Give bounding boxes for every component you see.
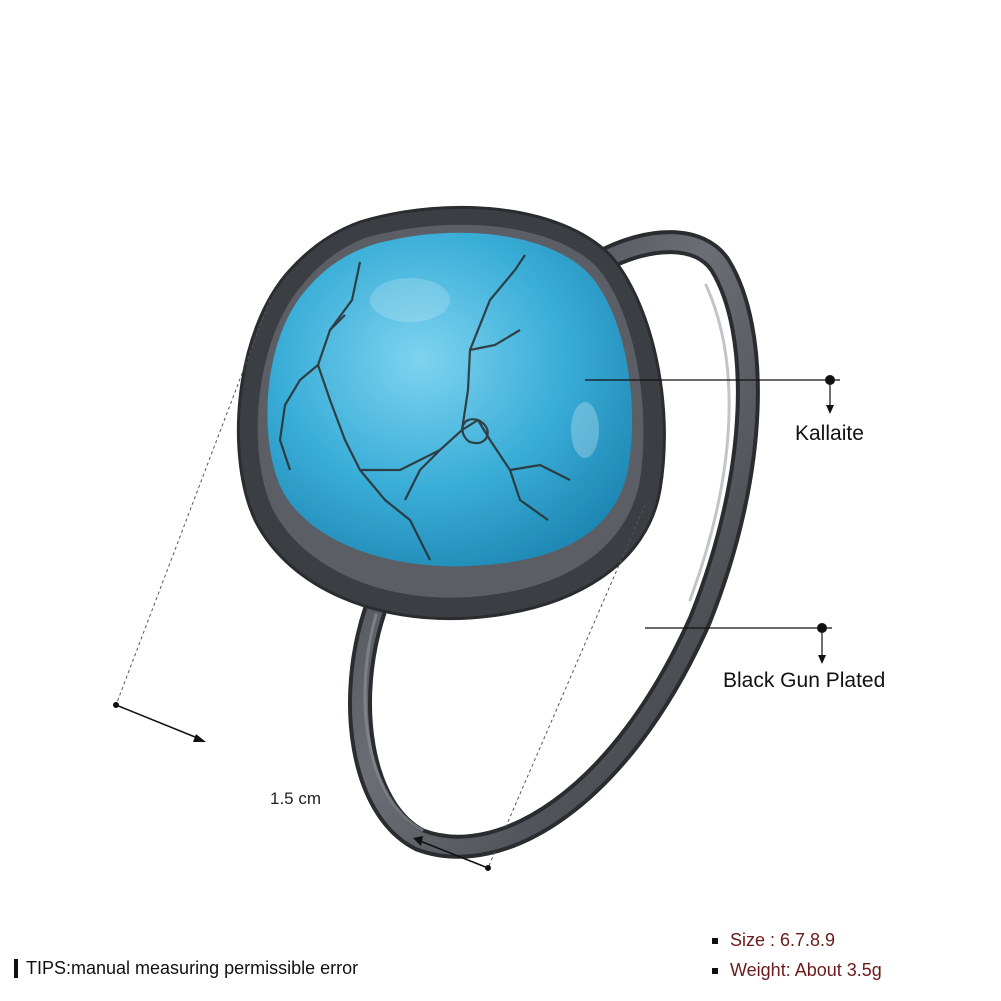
bullet-square-icon <box>712 967 718 974</box>
stone-callout-line <box>585 375 840 414</box>
spec-weight-text: Weight: About 3.5g <box>730 960 882 980</box>
dimension-arrow-right <box>413 836 491 871</box>
stone-body <box>267 232 633 567</box>
ring-band <box>348 230 760 859</box>
plating-label: Black Gun Plated <box>723 669 886 692</box>
stone-veins <box>278 254 571 561</box>
stone-label: Kallaite <box>795 422 864 445</box>
plating-callout-line <box>645 623 832 664</box>
tips-text: TIPS:manual measuring permissible error <box>26 958 359 978</box>
tips-bar-icon <box>14 959 18 978</box>
tips-note: TIPS:manual measuring permissible error <box>14 958 358 979</box>
dimension-label: 1.5 cm <box>270 789 322 808</box>
dimension-guides <box>115 299 646 869</box>
kallaite-stone <box>267 232 633 567</box>
bullet-square-icon <box>712 937 718 944</box>
spec-size: Size : 6.7.8.9 <box>712 930 835 951</box>
spec-weight: Weight: About 3.5g <box>712 960 882 981</box>
dimension-arrow-left <box>113 702 206 742</box>
spec-size-text: Size : 6.7.8.9 <box>730 930 836 950</box>
